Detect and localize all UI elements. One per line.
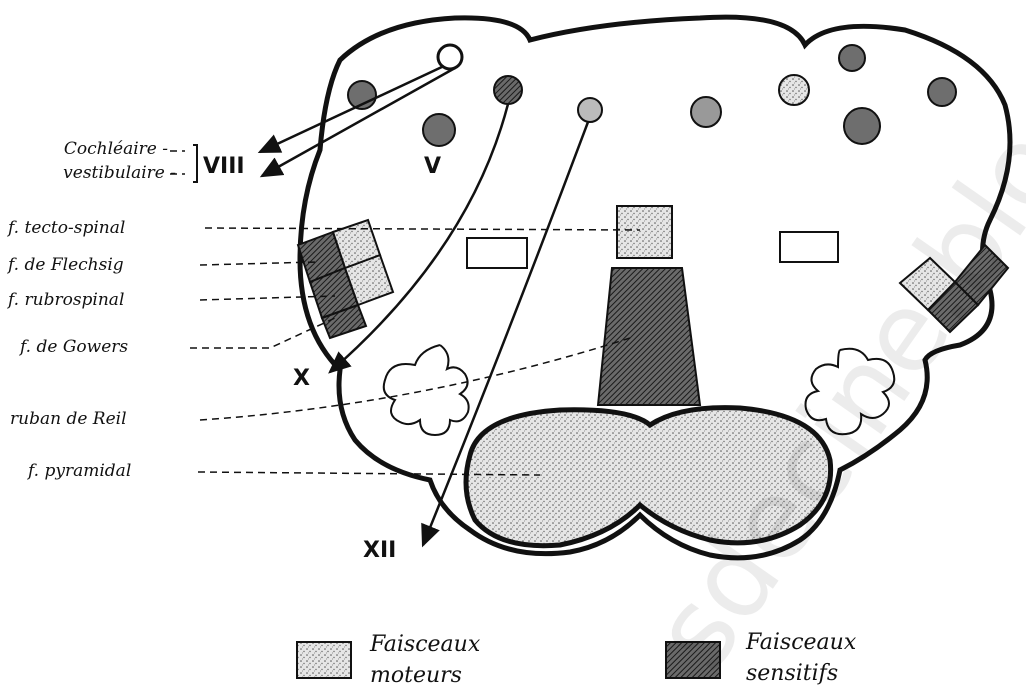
legend-motor-swatch [297,642,351,678]
label-ruban-de-reil: ruban de Reil [10,409,127,429]
left-lateral-tracts [298,220,393,338]
left-small-rectangle [467,238,527,268]
label-nerve-v: V [424,154,441,179]
label-rubrospinal: f. rubrospinal [6,290,124,310]
viii-arrow-upper [260,66,444,152]
legend-motor-line2: moteurs [370,663,462,688]
label-pyramidal: f. pyramidal [26,461,131,481]
label-nerve-xii: XII [363,538,396,563]
legend-motor-line1: Faisceaux [369,632,481,657]
label-vestibulaire: vestibulaire - [63,163,176,183]
ruban-de-reil [598,268,700,405]
label-nerve-x: X [293,366,310,391]
label-cochleaire: Cochléaire - [64,139,168,159]
label-flechsig: f. de Flechsig [6,255,124,275]
label-nerve-viii: VIII [203,154,245,179]
cranial-nuclei [348,45,956,146]
label-tecto-spinal: f. tecto-spinal [6,218,125,238]
legend-sensory-line2: sensitifs [746,661,838,686]
legend: Faisceaux moteurs Faisceaux sensitifs [297,630,857,688]
label-gowers: f. de Gowers [18,337,128,357]
tecto-spinal-tract [617,206,672,258]
viii-bracket [193,145,197,182]
right-small-rectangle [780,232,838,262]
